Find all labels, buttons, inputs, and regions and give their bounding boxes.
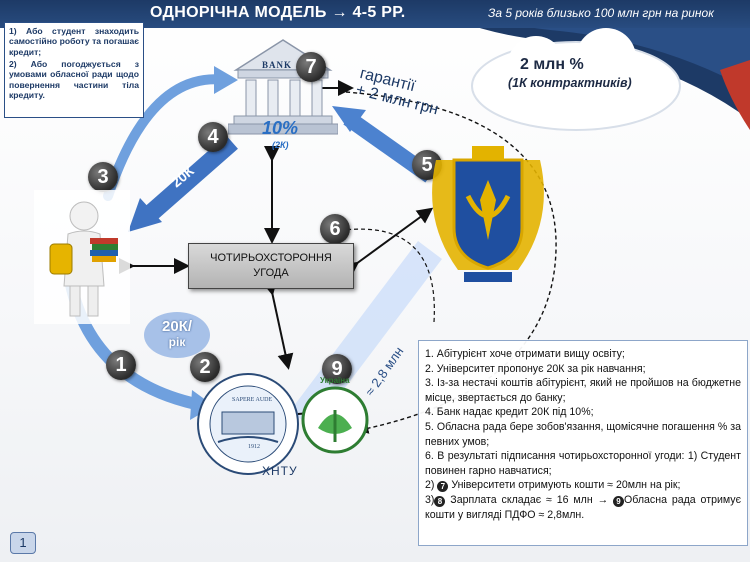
conditions-box: 1) Або студент знаходить самостійно робо… <box>4 22 144 118</box>
step-item-3: 3. Із-за нестачі коштів абітурієнт, який… <box>425 377 741 404</box>
step-item-1: 1. Абітурієнт хоче отримати вищу освіту; <box>425 348 625 360</box>
inline-badge-7: 7 <box>437 481 449 493</box>
cloud-shape <box>471 28 681 131</box>
step-badge-2: 2 <box>190 352 220 382</box>
step-item-7-text: Університети отримують кошти ≈ 20млн на … <box>451 479 681 492</box>
region-logo-label: Україна <box>320 376 350 385</box>
condition-2: 2) Або погоджується з умовами обласної р… <box>9 58 139 100</box>
step-item-6: 6. В результаті підписання чотирьохсторо… <box>425 450 741 477</box>
bank-rate-amount: (2К) <box>272 140 289 150</box>
tuition-fee-bubble: 20К/ рік <box>144 312 210 358</box>
condition-1: 1) Або студент знаходить самостійно робо… <box>9 26 139 57</box>
cloud-contractors: (1К контрактників) <box>508 76 632 90</box>
page-title: ОДНОРІЧНА МОДЕЛЬ → 4-5 РР. <box>150 4 406 21</box>
step-item-5: 5. Обласна рада бере зобов'язання, щоміс… <box>425 421 741 448</box>
agreement-box: ЧОТИРЬОХСТОРОННЯ УГОДА <box>188 243 354 289</box>
step-item-2: 2. Університет пропонує 20К за рік навча… <box>425 362 646 375</box>
step-item-8-text: Зарплата складає ≈ 16 млн → <box>450 494 614 507</box>
university-year: 1912 <box>248 444 260 450</box>
step-badge-3: 3 <box>88 162 118 192</box>
step-badge-7: 7 <box>296 52 326 82</box>
step-badge-4: 4 <box>198 122 228 152</box>
step-item-8-prefix: 3) <box>425 494 435 507</box>
university-motto: SAPERE AUDE <box>232 397 273 403</box>
step-item-7-prefix: 2) <box>425 479 438 492</box>
university-abbreviation: ХНТУ <box>262 464 298 478</box>
step-item-9-text: Обласна рада отримує кошти у вигляді ПДФ… <box>425 494 741 521</box>
step-item-7: 2) 7 Університети отримують кошти ≈ 20мл… <box>425 478 741 493</box>
step-item-4: 4. Банк надає кредит 20К під 10%; <box>425 406 594 419</box>
oblast-coat-of-arms-icon <box>432 146 544 282</box>
agreement-line-1: ЧОТИРЬОХСТОРОННЯ <box>210 252 332 264</box>
slide-number: 1 <box>10 532 36 554</box>
inline-badge-8: 8 <box>434 496 446 508</box>
step-badge-1: 1 <box>106 350 136 380</box>
step-badge-9: 9 <box>322 354 352 384</box>
student-figure-icon <box>34 190 130 324</box>
region-green-logo-icon <box>301 386 369 454</box>
bank-label: BANK <box>262 60 293 70</box>
tuition-fee-amount: 20К/ <box>161 318 192 335</box>
university-seal-icon <box>197 373 299 475</box>
inline-badge-9: 9 <box>613 496 625 508</box>
cloud-amount: 2 млн % <box>520 56 584 73</box>
tuition-fee-period: рік <box>168 335 186 349</box>
bank-rate: 10% <box>262 118 299 138</box>
step-badge-6: 6 <box>320 214 350 244</box>
agreement-line-2: УГОДА <box>253 266 289 279</box>
steps-box: 1. Абітурієнт хоче отримати вищу освіту;… <box>418 340 748 546</box>
market-note: За 5 років близько 100 млн грн на ринок <box>488 6 714 20</box>
